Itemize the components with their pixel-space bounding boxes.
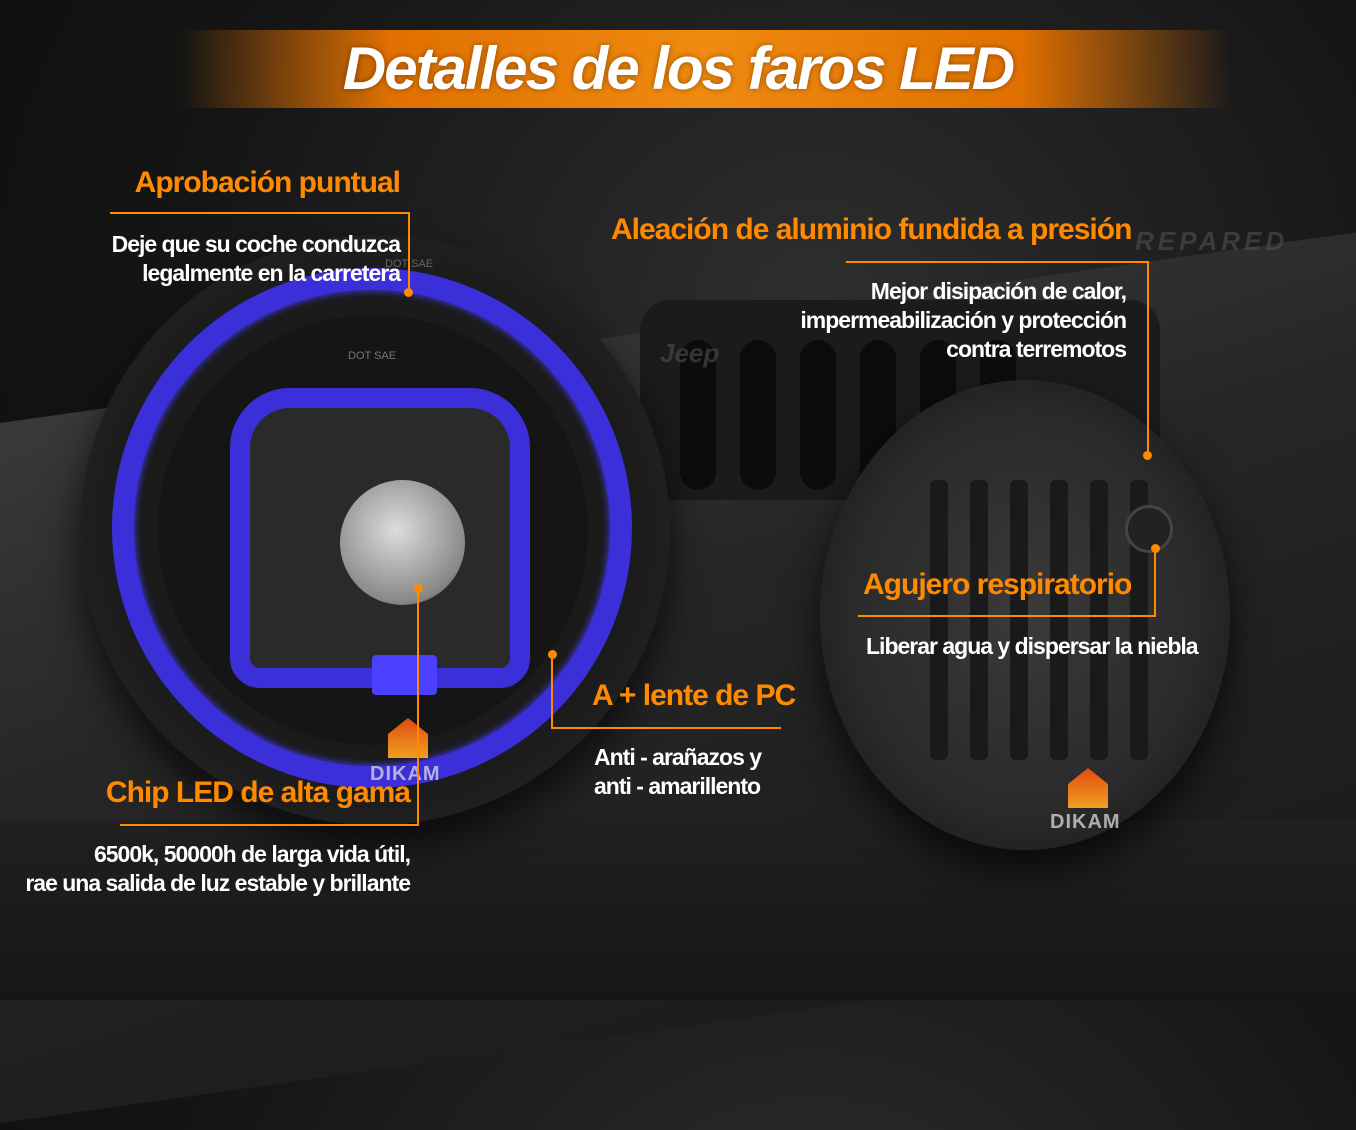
callout-text-line: 6500k, 50000h de larga vida útil, [93, 841, 411, 867]
breather-valve [1125, 505, 1173, 553]
callout-text-line: legalmente en la carretera [142, 260, 401, 286]
callout-heading: Chip LED de alta gama [105, 776, 411, 809]
callout-text-line: anti - amarillento [594, 773, 761, 799]
callout-text-line: Mejor disipación de calor, [870, 278, 1127, 304]
callout-text-line: impermeabilización y protección [800, 307, 1127, 333]
callout-line [110, 212, 410, 214]
callout-text: Anti - arañazos y anti - amarillento [594, 743, 762, 801]
callout-text: Liberar agua y dispersar la niebla [866, 632, 1199, 661]
callout-line [417, 588, 419, 826]
callout-line [858, 615, 1156, 617]
jeep-badge: Jeep [660, 338, 720, 368]
callout-line [551, 654, 553, 729]
callout-line [408, 212, 410, 290]
callout-line [1154, 548, 1156, 617]
callout-dot [404, 288, 413, 297]
floor-front [0, 820, 1356, 1000]
callout-heading: Aleación de aluminio fundida a presión [611, 213, 1132, 246]
callout-dot [1143, 451, 1152, 460]
callout-text: Deje que su coche conduzca legalmente en… [111, 230, 401, 288]
callout-line [1147, 261, 1149, 453]
callout-text-line: contra terremotos [946, 336, 1127, 362]
callout-heading: A + lente de PC [592, 679, 796, 712]
callout-text: 6500k, 50000h de larga vida útil, rae un… [25, 840, 411, 898]
title-banner [180, 30, 1230, 108]
callout-text-line: Anti - arañazos y [594, 744, 762, 770]
page-title: Detalles de los faros LED [342, 35, 1015, 102]
callout-text-line: Deje que su coche conduzca [111, 231, 401, 257]
hood-lettering: REPARED [1135, 226, 1289, 256]
callout-text-line: rae una salida de luz estable y brillant… [25, 870, 411, 896]
dot-sae-marking-inner: DOT SAE [348, 350, 397, 362]
brand-logo: DIKAM [370, 763, 441, 785]
callout-text-line: Liberar agua y dispersar la niebla [866, 633, 1199, 659]
callout-line [551, 727, 781, 729]
callout-line [120, 824, 419, 826]
callout-line [846, 261, 1149, 263]
brand-logo: DIKAM [1050, 811, 1121, 833]
callout-heading: Aprobación puntual [134, 166, 401, 199]
led-chip [372, 655, 437, 695]
callout-heading: Agujero respiratorio [863, 568, 1132, 601]
callout-text: Mejor disipación de calor, impermeabiliz… [800, 277, 1127, 364]
projector-lens [340, 480, 465, 605]
